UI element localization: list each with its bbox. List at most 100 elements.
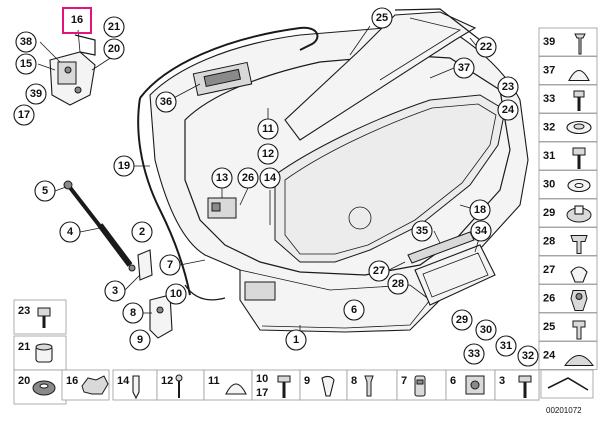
part-icon (572, 147, 586, 169)
callout-2: 2 (131, 221, 153, 243)
callout-label: 34 (475, 225, 488, 237)
callout-6: 6 (343, 299, 365, 321)
callout-13: 13 (211, 167, 233, 189)
part-icon (566, 120, 592, 135)
callout-label: 8 (130, 307, 136, 319)
rear-spoiler (284, 11, 477, 141)
callout-label: 10 (170, 288, 182, 300)
callout-label: 15 (20, 58, 32, 70)
part-tile-23: 23 (13, 299, 67, 335)
callout-label: 36 (160, 96, 172, 108)
window-seal (284, 103, 497, 255)
leader-37 (429, 67, 455, 79)
brand-emblem (348, 206, 372, 230)
hinge-nut (74, 86, 82, 94)
part-tile-28: 28 (538, 227, 598, 256)
callout-label: 30 (480, 324, 492, 336)
leader-26 (239, 187, 249, 206)
part-tile-30: 30 (538, 170, 598, 199)
part-tile-16: 16 (61, 369, 110, 401)
callout-17: 17 (13, 104, 35, 126)
tile-label: 17 (256, 387, 268, 399)
tile-label: 37 (543, 65, 555, 77)
tailgate-inner-frame (184, 54, 511, 276)
callout-30: 30 (475, 319, 497, 341)
bottom-parts-row: 232120161412111017987653 (13, 299, 540, 405)
part-icon (321, 375, 335, 397)
callout-label: 22 (480, 41, 492, 53)
part-icon (570, 266, 588, 283)
part-icon (81, 375, 109, 395)
brake-light-lens (203, 68, 242, 88)
part-icon (132, 375, 140, 400)
callout-label: 14 (264, 172, 277, 184)
tile-label: 28 (543, 236, 555, 248)
callout-label: 5 (42, 185, 48, 197)
callout-label: 3 (112, 285, 118, 297)
hinge-bolt (64, 66, 72, 74)
part-icon (570, 290, 588, 311)
part-icon (567, 178, 591, 193)
callout-16: 16 (71, 14, 83, 26)
callout-label: 24 (502, 104, 515, 116)
callout-label: 4 (67, 226, 74, 238)
part-icon (277, 375, 291, 398)
leader-15 (37, 63, 56, 71)
callout-25: 25 (371, 7, 393, 29)
tile-label: 25 (543, 321, 555, 333)
part-tile-9: 9 (299, 369, 348, 401)
part-icon (32, 380, 56, 396)
part-icon (570, 235, 588, 254)
part-tile-26: 26 (538, 284, 598, 313)
callout-3: 3 (104, 280, 126, 302)
tile-label: 30 (543, 179, 555, 191)
tile-label: 3 (499, 375, 505, 387)
callout-label: 26 (242, 172, 254, 184)
callout-14: 14 (259, 167, 281, 189)
tile-label: 32 (543, 122, 555, 134)
callout-34: 34 (470, 220, 492, 242)
part-tile-14: 14 (112, 369, 158, 401)
callout-10: 10 (165, 283, 187, 305)
tile-label: 6 (450, 375, 456, 387)
callout-4: 4 (59, 221, 81, 243)
callout-29: 29 (451, 309, 473, 331)
leader-25 (349, 25, 371, 56)
part-icon (572, 320, 586, 340)
gas-strut (63, 180, 136, 272)
latch-lock (244, 281, 276, 301)
callout-label: 38 (20, 36, 32, 48)
callout-5: 5 (34, 180, 56, 202)
callout-label: 19 (118, 160, 130, 172)
strut-ball-top (63, 180, 73, 190)
callout-38: 38 (15, 31, 37, 53)
callout-label: 28 (392, 278, 404, 290)
part-tile-8: 8 (346, 369, 398, 401)
callout-1: 1 (285, 329, 307, 351)
part-icon (573, 90, 585, 111)
spoiler-detail (379, 17, 462, 81)
leader-27 (386, 261, 406, 272)
callout-18: 18 (469, 199, 491, 221)
part-icon (564, 355, 594, 366)
callout-7: 7 (159, 254, 181, 276)
part-icon (37, 307, 51, 328)
reference-number: 00201072 (546, 406, 582, 415)
tile-label: 16 (66, 375, 78, 387)
part-tile-31: 31 (538, 141, 598, 171)
tile-label: 14 (117, 375, 130, 387)
callout-label: 21 (108, 21, 120, 33)
callout-label: 35 (416, 225, 428, 237)
tile-label: 33 (543, 93, 555, 105)
callout-11: 11 (257, 118, 279, 140)
part-tile-24: 24 (538, 341, 598, 370)
callout-label: 33 (468, 348, 480, 360)
callout-label: 37 (458, 62, 470, 74)
part-tile-37: 37 (538, 56, 598, 85)
hinge-arm (74, 34, 96, 56)
part-icon (566, 205, 592, 223)
part-icon (568, 69, 590, 82)
callout-label: 18 (474, 204, 486, 216)
callout-label: 17 (18, 109, 30, 121)
